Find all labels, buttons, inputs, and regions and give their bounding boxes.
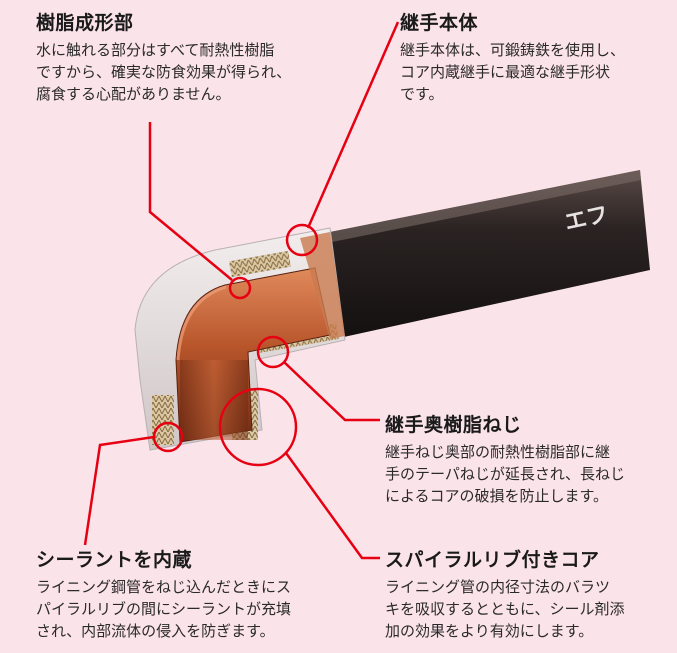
callout-inner-resin-thread: 継手奥樹脂ねじ 継手ねじ奥部の耐熱性樹脂部に継 手のテーパねじが延長され、長ねじ… bbox=[385, 410, 670, 507]
leader-sealant bbox=[83, 435, 155, 546]
lined-steel-pipe: エフ bbox=[300, 170, 650, 340]
resin-molding-lining bbox=[300, 232, 345, 339]
callout-resin-molding: 樹脂成形部 水に触れる部分はすべて耐熱性樹脂 ですから、確実な防食効果が得られ、… bbox=[36, 8, 366, 105]
callout-body: ライニング管の内径寸法のバラツ キを吸収するとともに、シール剤添 加の効果をより… bbox=[385, 578, 625, 640]
callout-sealant: シーラントを内蔵 ライニング鋼管をねじ込んだときにス パイラルリブの間にシーラン… bbox=[36, 545, 366, 642]
callout-body: 継手ねじ奥部の耐熱性樹脂部に継 手のテーパねじが延長され、長ねじ によるコアの破… bbox=[385, 443, 626, 505]
callout-title: 継手本体 bbox=[400, 12, 479, 34]
callout-title: シーラントを内蔵 bbox=[36, 549, 193, 571]
resin-thread-upper bbox=[229, 250, 291, 278]
callout-body: ライニング鋼管をねじ込んだときにス パイラルリブの間にシーラントが充填 され、内… bbox=[36, 578, 292, 640]
highlight-circle-resin-molding bbox=[228, 276, 252, 300]
highlight-circle-inner-resin-thread bbox=[256, 335, 290, 369]
highlight-circle-fitting-body bbox=[285, 223, 319, 257]
leader-fitting-body bbox=[306, 21, 400, 229]
highlight-circle-spiral-rib-core bbox=[218, 387, 298, 467]
callout-body: 水に触れる部分はすべて耐熱性樹脂 ですから、確実な防食効果が得られ、 腐食する心… bbox=[36, 41, 292, 103]
spiral-rib-core bbox=[175, 267, 331, 443]
callout-fitting-body: 継手本体 継手本体は、可鍛鋳鉄を使用し、 コア内蔵継手に最適な継手形状 です。 bbox=[400, 8, 670, 105]
leader-resin-molding bbox=[148, 122, 233, 281]
callout-title: 継手奥樹脂ねじ bbox=[385, 414, 522, 436]
callout-spiral-rib-core: スパイラルリブ付きコア ライニング管の内径寸法のバラツ キを吸収するとともに、シ… bbox=[385, 545, 670, 642]
resin-thread-bottom-left bbox=[152, 395, 174, 445]
callout-title: スパイラルリブ付きコア bbox=[385, 549, 600, 571]
leader-spiral-rib-core bbox=[284, 452, 380, 560]
leader-inner-resin-thread bbox=[283, 361, 380, 422]
callout-title: 樹脂成形部 bbox=[36, 12, 134, 34]
callout-body: 継手本体は、可鍛鋳鉄を使用し、 コア内蔵継手に最適な継手形状 です。 bbox=[400, 41, 626, 103]
